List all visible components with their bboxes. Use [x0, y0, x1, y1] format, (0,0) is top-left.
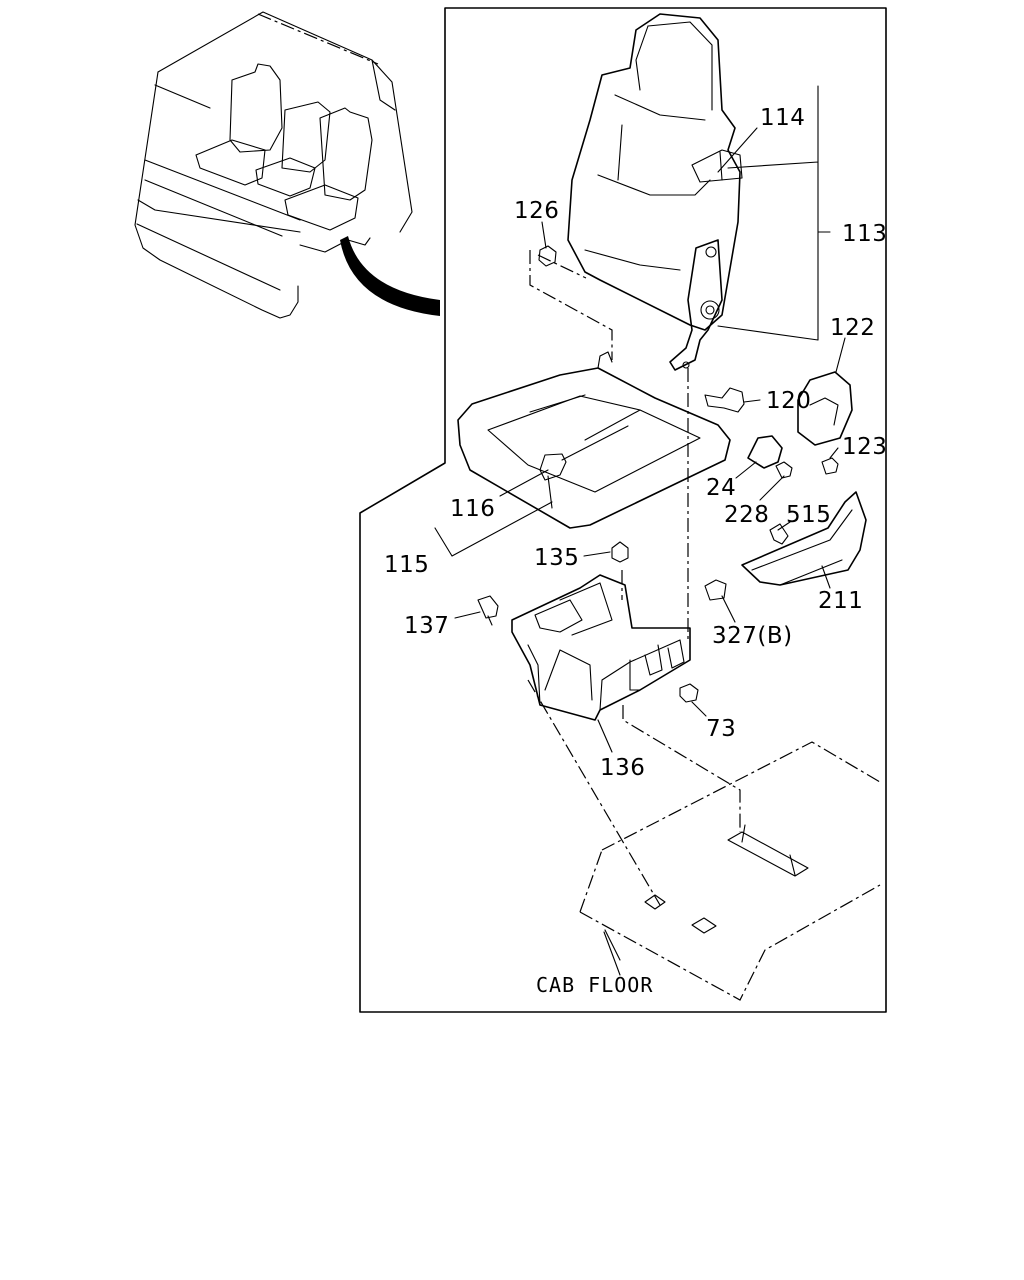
callout-122: 122: [830, 315, 875, 341]
callout-126: 126: [514, 198, 559, 224]
callout-137: 137: [404, 613, 449, 639]
callout-327b: 327(B): [712, 623, 793, 649]
callout-120: 120: [766, 388, 811, 414]
leader-lines: [434, 127, 846, 976]
callout-113: 113: [842, 221, 887, 247]
callout-135: 135: [534, 545, 579, 571]
bracket-113: [717, 85, 831, 341]
callout-228: 228: [724, 502, 769, 528]
side-cover-211: [704, 371, 867, 601]
callout-73: 73: [706, 716, 736, 742]
callout-24: 24: [706, 475, 736, 501]
callout-114: 114: [760, 105, 805, 131]
seat-cushion: [457, 351, 731, 529]
callout-123: 123: [842, 434, 887, 460]
diagram-frame: [359, 7, 887, 1013]
seat-back-assembly: [529, 13, 745, 640]
callout-136: 136: [600, 755, 645, 781]
seat-frame-136: [477, 541, 741, 906]
callout-116: 116: [450, 496, 495, 522]
location-arrow: [340, 236, 440, 316]
callout-515: 515: [786, 502, 831, 528]
cab-overview-illustration: [134, 11, 440, 319]
callout-211: 211: [818, 588, 863, 614]
cab-floor-label: CAB FLOOR: [536, 973, 653, 997]
callout-115: 115: [384, 552, 429, 578]
cab-floor: [579, 741, 881, 1001]
